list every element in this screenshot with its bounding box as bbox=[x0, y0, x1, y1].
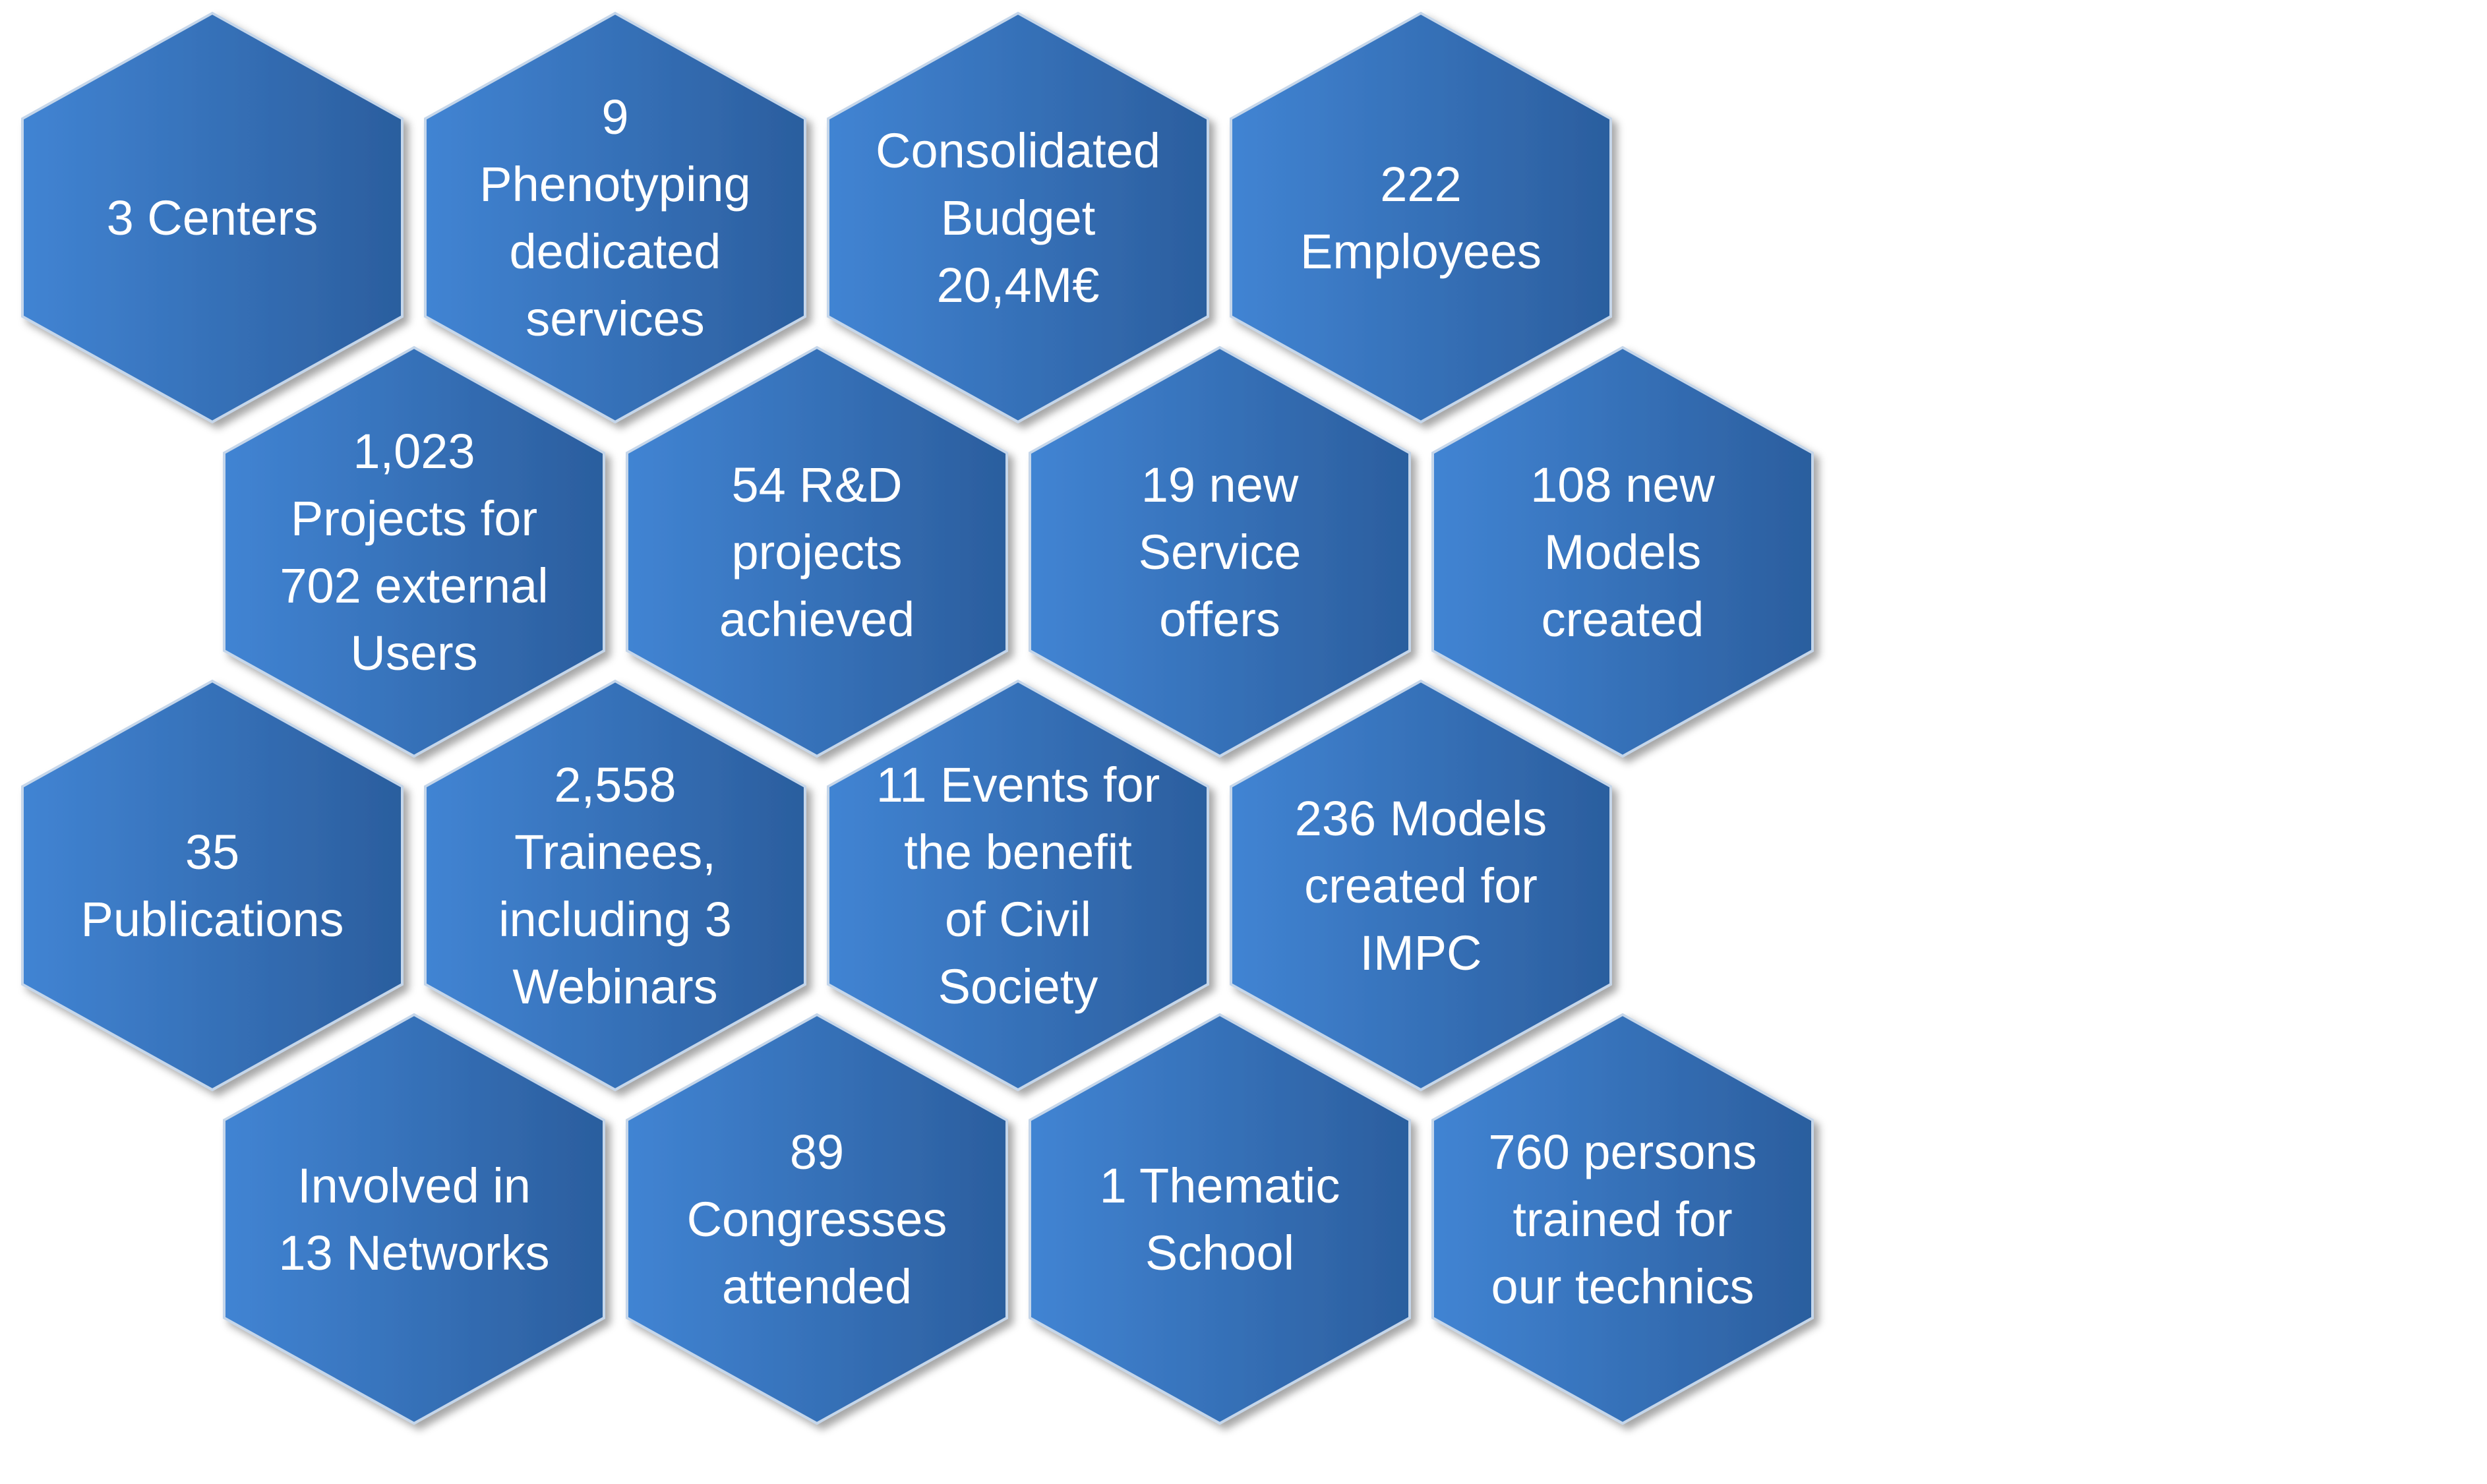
hexagon-label-line: Budget bbox=[941, 191, 1096, 245]
hexagon-shape bbox=[223, 1013, 605, 1425]
hexagon-networks: Involved in 13 Networks bbox=[223, 1013, 605, 1425]
hexagon-label-line: IMPC bbox=[1360, 926, 1482, 980]
hexagon-rd-projects: 54 R&D projects achieved bbox=[626, 345, 1008, 758]
hexagon-label-line: achieved bbox=[719, 592, 914, 647]
hexagon-label-line: 35 bbox=[185, 825, 239, 879]
hexagon-shape bbox=[223, 345, 605, 758]
hexagon-label-line: Users bbox=[350, 626, 477, 680]
hexagon-label-line: Trainees, bbox=[514, 825, 716, 879]
hexagon-shape bbox=[626, 345, 1008, 758]
hexagon-label-line: 702 external bbox=[280, 558, 548, 613]
hexagon-label-line: 2,558 bbox=[554, 757, 676, 812]
hexagon-shape bbox=[424, 11, 806, 424]
hexagon-label-line: 236 Models bbox=[1295, 791, 1547, 846]
hexagon-label-line: 1 Thematic bbox=[1100, 1158, 1340, 1213]
hexagon-label-line: Society bbox=[938, 959, 1098, 1014]
hexagon-label: Involved in 13 Networks bbox=[278, 1158, 549, 1280]
hexagon-shape bbox=[21, 679, 404, 1092]
hexagon-label-line: projects bbox=[731, 525, 902, 579]
hexagon-centers: 3 Centers bbox=[21, 11, 404, 424]
hexagon-label-line: our technics bbox=[1491, 1259, 1754, 1314]
hexagon-label-line: of Civil bbox=[945, 892, 1091, 947]
hexagon-label-line: 9 bbox=[601, 90, 628, 144]
hexagon-shape bbox=[1029, 345, 1411, 758]
hexagon-label: 760 persons trained for our technics bbox=[1488, 1125, 1756, 1314]
hexagon-shape bbox=[1230, 679, 1612, 1092]
hexagon-label-line: Involved in bbox=[297, 1158, 531, 1213]
hexagon-label-line: Webinars bbox=[512, 959, 717, 1014]
hexagon-label-line: Publications bbox=[80, 892, 344, 947]
hexagon-label-line: Service bbox=[1139, 525, 1302, 579]
hexagon-label-line: 20,4M€ bbox=[937, 258, 1100, 312]
hexagon-label-line: dedicated bbox=[510, 224, 721, 279]
hexagon-label-line: trained for bbox=[1513, 1192, 1732, 1247]
hexagon-shape bbox=[827, 679, 1209, 1092]
hexagon-label-line: created for bbox=[1304, 858, 1538, 913]
hexagon-label-line: 54 R&D bbox=[731, 458, 902, 512]
hexagon-label-line: Employees bbox=[1300, 224, 1542, 279]
hexagon-label-line: Projects for bbox=[291, 491, 537, 546]
hexagon-label-line: including 3 bbox=[498, 892, 732, 947]
hexagon-label-line: services bbox=[525, 291, 704, 346]
hexagon-label-line: 11 Events for bbox=[876, 757, 1160, 812]
hexagon-label-line: 3 Centers bbox=[107, 191, 318, 245]
hexagon-shape bbox=[827, 11, 1209, 424]
hexagon-label-line: 19 new bbox=[1141, 458, 1299, 512]
hexagon-shape bbox=[424, 679, 806, 1092]
hexagon-label-line: attended bbox=[722, 1259, 912, 1314]
hexagon-label-line: 108 new bbox=[1530, 458, 1715, 512]
hexagon-label-line: created bbox=[1542, 592, 1704, 647]
hexagon-persons-trained: 760 persons trained for our technics bbox=[1431, 1013, 1814, 1425]
hexagon-label-line: Phenotyping bbox=[479, 157, 750, 212]
hexagon-label-line: offers bbox=[1159, 592, 1280, 647]
hexagon-label-line: 89 bbox=[790, 1125, 844, 1179]
hexagon-label-line: 1,023 bbox=[353, 424, 475, 479]
hexagon-label-line: School bbox=[1145, 1226, 1294, 1280]
hexagon-shape bbox=[1029, 1013, 1411, 1425]
hexagon-shape bbox=[1230, 11, 1612, 424]
hexagon-shape bbox=[21, 11, 404, 424]
hexagon-label-line: 13 Networks bbox=[278, 1226, 549, 1280]
hexagon-label-line: Congresses bbox=[687, 1192, 947, 1247]
hexagon-shape bbox=[1431, 1013, 1814, 1425]
hexagon-label-line: 222 bbox=[1380, 157, 1461, 212]
hexagon-label-line: 760 persons bbox=[1488, 1125, 1756, 1179]
hexagon-shape bbox=[626, 1013, 1008, 1425]
hexagon-label-line: Consolidated bbox=[876, 123, 1160, 178]
hexagon-label: 54 R&D projects achieved bbox=[719, 458, 914, 647]
hexagon-shape bbox=[1431, 345, 1814, 758]
hexagon-label: 3 Centers bbox=[107, 191, 318, 245]
hexagon-label-line: the benefit bbox=[904, 825, 1132, 879]
hexagon-label-line: Models bbox=[1544, 525, 1702, 579]
